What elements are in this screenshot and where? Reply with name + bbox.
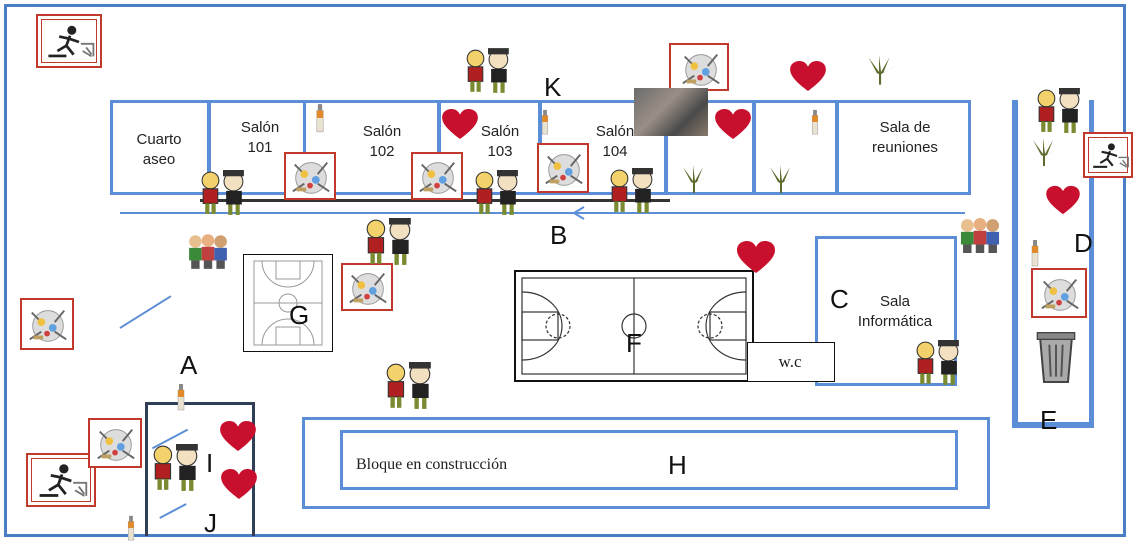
drugs-icon <box>20 298 74 350</box>
drugs-icon <box>284 152 336 200</box>
label-cuarto-aseo: Cuarto aseo <box>136 131 182 168</box>
drugs-icon <box>88 418 142 468</box>
heart-icon <box>440 108 480 140</box>
corridor-wall <box>200 199 670 202</box>
fight-icon <box>1030 88 1088 134</box>
room-salon-101 <box>208 100 306 195</box>
letter-e: E <box>1040 405 1058 435</box>
running-exit-icon <box>26 453 96 507</box>
drugs-icon <box>537 143 589 193</box>
photo-image <box>634 88 708 136</box>
cigarette-icon <box>808 108 822 136</box>
heart-icon <box>788 60 828 92</box>
heart-icon <box>712 108 754 140</box>
heart-icon <box>217 420 259 452</box>
label-salon-103: Salón 103 <box>480 123 520 160</box>
cannabis-leaf-icon <box>758 165 802 195</box>
basketball-court-g <box>243 254 333 352</box>
label-sala-reuniones: Sala de reuniones <box>872 119 938 156</box>
map-frame <box>4 4 1126 537</box>
fight-icon <box>462 48 514 94</box>
fight-icon <box>380 362 438 410</box>
letter-g: G <box>289 300 310 330</box>
letter-d: D <box>1074 228 1093 258</box>
letter-k: K <box>544 72 562 102</box>
arrow-left-icon <box>572 206 585 220</box>
group-icon <box>958 217 1002 253</box>
cannabis-leaf-icon <box>672 165 714 195</box>
arrow-shaft <box>572 212 612 214</box>
drugs-icon <box>1031 268 1087 318</box>
block-h-inner <box>340 430 958 490</box>
cigarette-icon <box>313 102 327 134</box>
letter-b: B <box>550 220 568 250</box>
cigarette-icon <box>538 108 552 136</box>
letter-h: H <box>668 450 687 480</box>
letter-f: F <box>626 328 642 358</box>
fight-icon <box>148 444 204 492</box>
fight-icon <box>470 170 524 216</box>
running-exit-icon <box>36 14 102 68</box>
group-icon <box>187 233 229 269</box>
drugs-icon <box>411 152 463 200</box>
room-sala-informatica <box>815 236 957 386</box>
label-bloque: Bloque en construcción <box>356 456 508 473</box>
drugs-icon <box>341 263 393 311</box>
letter-c: C <box>830 284 849 314</box>
zone-ij <box>145 402 255 536</box>
fight-icon <box>360 218 418 266</box>
cannabis-leaf-icon <box>858 55 900 87</box>
letter-a: A <box>180 350 198 380</box>
corridor-line <box>120 212 965 214</box>
label-wc: w.c <box>778 352 802 371</box>
cigarette-icon <box>174 382 188 412</box>
wc-box <box>747 342 835 382</box>
letter-j: J <box>204 508 217 538</box>
trash-icon <box>1036 330 1076 386</box>
cigarette-icon <box>124 514 138 542</box>
room-sala-reuniones <box>836 100 971 195</box>
label-sala-informatica: Sala Informática <box>857 293 933 330</box>
label-salon-101: Salón 101 <box>240 119 280 156</box>
running-exit-icon <box>1083 132 1133 178</box>
fight-icon <box>196 170 250 216</box>
letter-i: I <box>206 448 214 478</box>
basketball-court-f <box>514 270 754 382</box>
fight-icon <box>603 168 661 214</box>
cannabis-leaf-icon <box>1022 138 1064 168</box>
heart-icon <box>1043 185 1083 215</box>
label-salon-104: Salón 104 <box>595 123 635 160</box>
room-d <box>1012 100 1094 428</box>
block-h-outer <box>302 417 990 509</box>
heart-icon <box>734 240 778 274</box>
cigarette-icon <box>1028 238 1042 268</box>
drugs-icon <box>669 43 729 91</box>
heart-icon <box>219 468 259 500</box>
fight-icon <box>908 340 968 386</box>
label-salon-102: Salón 102 <box>362 123 402 160</box>
